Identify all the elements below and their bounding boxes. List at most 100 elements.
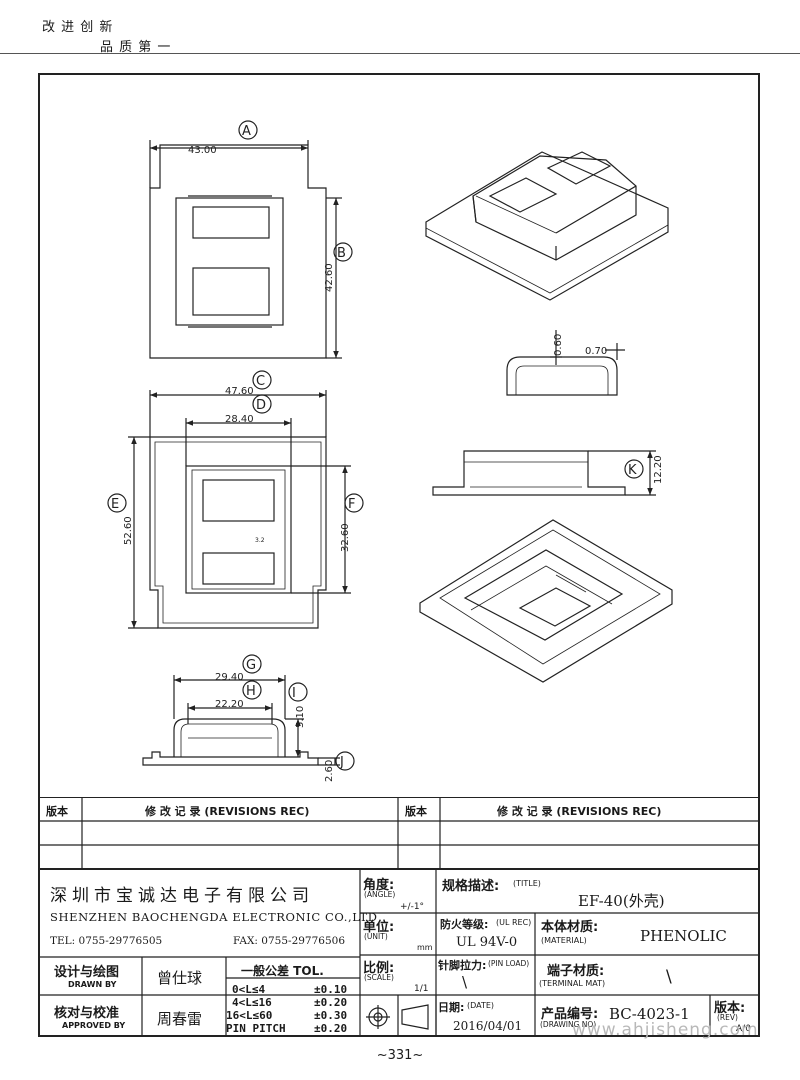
dim-h-value: 22.20 [215, 699, 244, 710]
side-view [432, 450, 626, 496]
tolerance-value: ±0.10 [314, 983, 348, 996]
wall-section: 0.60 0.70 [506, 330, 625, 396]
label-k: K [628, 463, 637, 478]
drawing-number-label-cn: 产品编号: [541, 1007, 599, 1022]
title-block-grid [38, 869, 760, 1037]
dim-d-value: 28.40 [225, 414, 254, 425]
title-label-cn: 规格描述: [442, 879, 500, 894]
dim-k: 12.20 K [588, 450, 664, 496]
title-label-en: (TITLE) [513, 879, 541, 888]
label-b: B [337, 246, 346, 261]
dim-f: 32.60 F [291, 465, 364, 594]
pin-load-label-cn: 针脚拉力: [438, 959, 487, 972]
slogan-line-2: 品 质 第 一 [100, 40, 172, 55]
drawing-number-value: BC-4023-1 [609, 1005, 690, 1023]
dim-h: 22.20 H [187, 680, 273, 724]
drawing-number-label-en: (DRAWING NO) [540, 1020, 597, 1029]
dim-e: 52.60 E [107, 436, 158, 629]
projection-symbol-icon [366, 1004, 429, 1030]
tolerance-value: ±0.20 [314, 996, 348, 1009]
unit-label-cn: 单位: [363, 920, 395, 935]
dim-d: 28.40 D [185, 394, 292, 466]
fire-label-cn: 防火等级: [440, 918, 489, 931]
label-f: F [348, 497, 355, 512]
dim-f-value: 32.60 [340, 523, 351, 552]
label-e: E [111, 497, 119, 512]
rev-label-en: (REV) [717, 1013, 738, 1022]
scale-label-cn: 比例: [363, 961, 395, 976]
dim-i-value: 5.10 [295, 706, 306, 728]
rev-col-version-left: 版本 [46, 805, 68, 818]
bottom-view: 3.2 [149, 436, 327, 629]
pin-load-label-en: (PIN LOAD) [488, 959, 530, 968]
material-label-en: (MATERIAL) [541, 936, 587, 945]
fire-value: UL 94V-0 [456, 935, 518, 950]
unit-label-en: (UNIT) [364, 932, 388, 941]
dim-g: 29.40 G [173, 654, 286, 719]
rev-value: A/0 [736, 1024, 751, 1034]
revisions-table [38, 797, 760, 869]
rev-label-cn: 版本: [714, 1001, 746, 1016]
company-name-en: SHENZHEN BAOCHENGDA ELECTRONIC CO.,LTD [50, 910, 378, 924]
label-h: H [246, 684, 256, 699]
dim-i: 5.10 I [285, 682, 308, 757]
pin-load-value: \ [462, 973, 468, 991]
title-value: EF-40(外壳) [578, 892, 665, 910]
watermark: www.ahjisheng.com [572, 1020, 759, 1040]
label-a: A [242, 124, 251, 139]
angle-label-en: (ANGLE) [364, 890, 396, 899]
date-value: 2016/04/01 [453, 1019, 523, 1033]
rev-col-version-right: 版本 [405, 805, 427, 818]
drawn-by-label-cn: 设计与绘图 [54, 965, 120, 980]
fire-label-en: (UL REC) [496, 918, 532, 927]
scale-label-en: (SCALE) [364, 973, 394, 982]
date-label-cn: 日期: [438, 1001, 465, 1014]
dim-c-value: 47.60 [225, 386, 254, 397]
isometric-top [425, 151, 669, 301]
material-label-cn: 本体材质: [541, 920, 599, 935]
dim-wall-thickness: 0.60 [553, 334, 564, 356]
terminal-label-cn: 端子材质: [547, 964, 605, 979]
company-fax: FAX: 0755-29776506 [233, 935, 346, 947]
top-view [149, 144, 327, 359]
isometric-bottom [419, 519, 673, 683]
dim-inner-value: 3.2 [255, 537, 265, 544]
tolerance-value: ±0.20 [314, 1022, 348, 1035]
dim-k-value: 12.20 [653, 455, 664, 484]
tolerance-range: PIN PITCH [226, 1022, 286, 1035]
scale-value: 1/1 [414, 984, 429, 994]
company-name-cn: 深圳市宝诚达电子有限公司 [50, 886, 314, 906]
dim-e-value: 52.60 [123, 516, 134, 545]
dim-a: 43.00 A [149, 120, 309, 188]
tolerance-range: 16<L≤60 [226, 1009, 273, 1022]
approved-by-label-cn: 核对与校准 [54, 1006, 120, 1021]
page-number: ~331~ [376, 1048, 424, 1063]
dim-b: 42.60 B [324, 197, 353, 359]
tolerance-value: ±0.30 [314, 1009, 348, 1022]
drawn-by-name: 曾仕球 [157, 969, 203, 987]
tolerance-range: 4<L≤16 [232, 996, 272, 1009]
dim-c: 47.60 C [149, 370, 327, 437]
label-g: G [246, 658, 256, 673]
slogan-line-1: 改 进 创 新 [42, 20, 114, 35]
label-j: J [339, 755, 344, 770]
approved-by-label-en: APPROVED BY [62, 1021, 126, 1030]
rev-col-record-left: 修 改 记 录 (REVISIONS REC) [145, 805, 310, 818]
angle-label-cn: 角度: [363, 878, 395, 893]
front-view [142, 718, 319, 766]
terminal-value: \ [666, 967, 672, 987]
dim-wall-width: 0.70 [585, 346, 607, 357]
label-c: C [256, 374, 265, 389]
tolerance-range: 0<L≤4 [232, 983, 266, 996]
dim-a-value: 43.00 [188, 145, 217, 156]
approved-by-name: 周春雷 [157, 1010, 203, 1028]
date-label-en: (DATE) [467, 1001, 495, 1010]
dim-g-value: 29.40 [215, 672, 244, 683]
drawn-by-label-en: DRAWN BY [68, 980, 117, 989]
rev-col-record-right: 修 改 记 录 (REVISIONS REC) [497, 805, 662, 818]
dim-j: 2.60 J [318, 751, 355, 782]
company-tel: TEL: 0755-29776505 [50, 935, 163, 947]
label-i: I [292, 686, 296, 701]
angle-value: +/-1° [400, 902, 425, 912]
